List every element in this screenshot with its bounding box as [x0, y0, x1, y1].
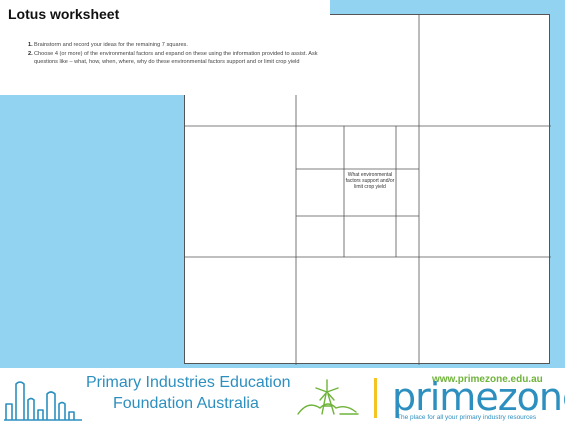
footer	[0, 368, 565, 426]
worksheet-title: Lotus worksheet	[8, 6, 120, 22]
instruction-number: 2.	[28, 50, 33, 57]
instruction-item: 2.Choose 4 (or more) of the environmenta…	[28, 50, 328, 67]
primezone-url[interactable]: www.primezone.edu.au	[432, 374, 543, 385]
instructions-list: 1.Brainstorm and record your ideas for t…	[28, 41, 328, 67]
instruction-number: 1.	[28, 42, 33, 48]
instruction-item: 1.Brainstorm and record your ideas for t…	[28, 41, 328, 50]
primezone-tagline: The place for all your primary industry …	[397, 414, 537, 421]
pief-figures-icon	[4, 381, 82, 421]
center-question: What environmental factors support and/o…	[345, 172, 395, 191]
windmill-landscape-icon	[297, 379, 359, 415]
instructions-panel: Lotus worksheet 1.Brainstorm and record …	[0, 0, 330, 95]
instruction-text: Choose 4 (or more) of the environmental …	[34, 50, 318, 66]
footer-divider	[374, 378, 377, 418]
primezone-logo: primezone	[392, 375, 565, 419]
instruction-text: Brainstorm and record your ideas for the…	[34, 42, 188, 48]
org-name-line2: Foundation Australia	[113, 395, 259, 412]
lotus-grid-lines	[185, 15, 551, 365]
org-name-line1: Primary Industries Education	[86, 374, 291, 391]
